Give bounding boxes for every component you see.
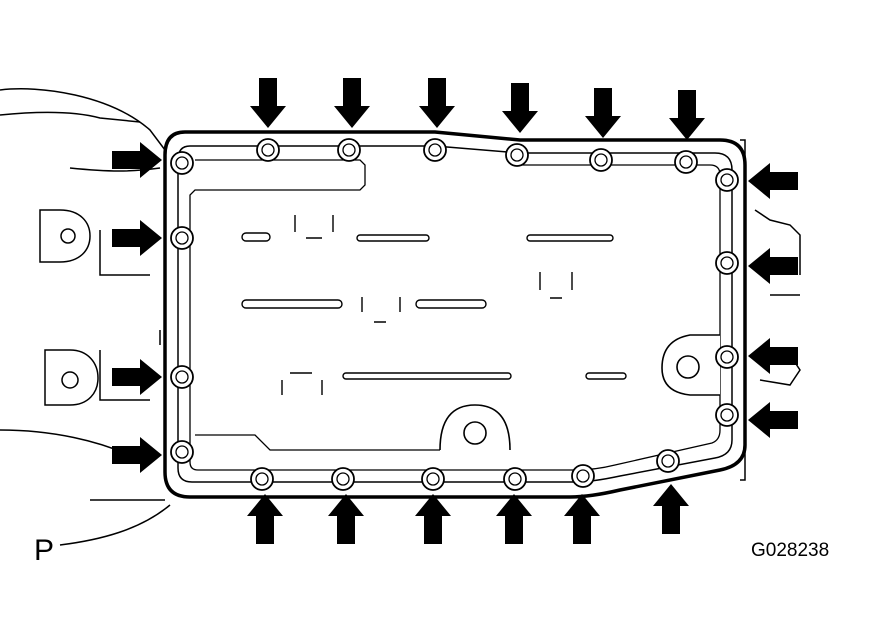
bolt-14 bbox=[170, 440, 194, 464]
pan-surface-details bbox=[241, 215, 627, 395]
bolt-8 bbox=[715, 168, 739, 192]
arrow-right-9 bbox=[112, 359, 162, 395]
bolt-4 bbox=[505, 143, 529, 167]
engine-outline bbox=[0, 88, 171, 546]
bolt-group bbox=[170, 138, 739, 491]
bolt-18 bbox=[421, 467, 445, 491]
arrow-up-19 bbox=[564, 494, 600, 544]
bolt-3 bbox=[423, 138, 447, 162]
arrow-down-5 bbox=[585, 88, 621, 138]
arrow-up-18 bbox=[496, 494, 532, 544]
arrow-down-2 bbox=[334, 78, 370, 128]
bolt-13 bbox=[715, 403, 739, 427]
bolt-20 bbox=[571, 464, 595, 488]
bolt-10 bbox=[715, 251, 739, 275]
arrow-right-10 bbox=[112, 437, 162, 473]
bolt-6 bbox=[674, 150, 698, 174]
arrow-left-12 bbox=[748, 248, 798, 284]
bolt-19 bbox=[503, 467, 527, 491]
arrow-right-8 bbox=[112, 220, 162, 256]
oil-pan-outer-flange bbox=[163, 130, 747, 499]
bolt-15 bbox=[656, 449, 680, 473]
view-marker-label: P bbox=[34, 534, 55, 567]
bolt-2 bbox=[337, 138, 361, 162]
bolt-7 bbox=[170, 151, 194, 175]
arrow-right-7 bbox=[112, 142, 162, 178]
drain-boss bbox=[439, 404, 511, 451]
oil-pan-bottom-step bbox=[195, 434, 440, 451]
bolt-11 bbox=[170, 365, 194, 389]
arrow-up-17 bbox=[415, 494, 451, 544]
bolt-1 bbox=[256, 138, 280, 162]
arrow-left-13 bbox=[748, 338, 798, 374]
arrow-up-20 bbox=[653, 484, 689, 534]
arrow-down-6 bbox=[669, 90, 705, 140]
arrow-group bbox=[112, 78, 798, 544]
arrow-left-14 bbox=[748, 402, 798, 438]
bolt-5 bbox=[589, 148, 613, 172]
arrow-up-16 bbox=[328, 494, 364, 544]
bolt-17 bbox=[331, 467, 355, 491]
bolt-16 bbox=[250, 467, 274, 491]
bolt-9 bbox=[170, 226, 194, 250]
bolt-12 bbox=[715, 345, 739, 369]
arrow-down-3 bbox=[419, 78, 455, 128]
mount-boss bbox=[661, 334, 720, 396]
arrow-up-15 bbox=[247, 494, 283, 544]
arrow-down-4 bbox=[502, 83, 538, 133]
arrow-down-1 bbox=[250, 78, 286, 128]
arrow-left-11 bbox=[748, 163, 798, 199]
figure-code-label: G028238 bbox=[751, 540, 830, 561]
